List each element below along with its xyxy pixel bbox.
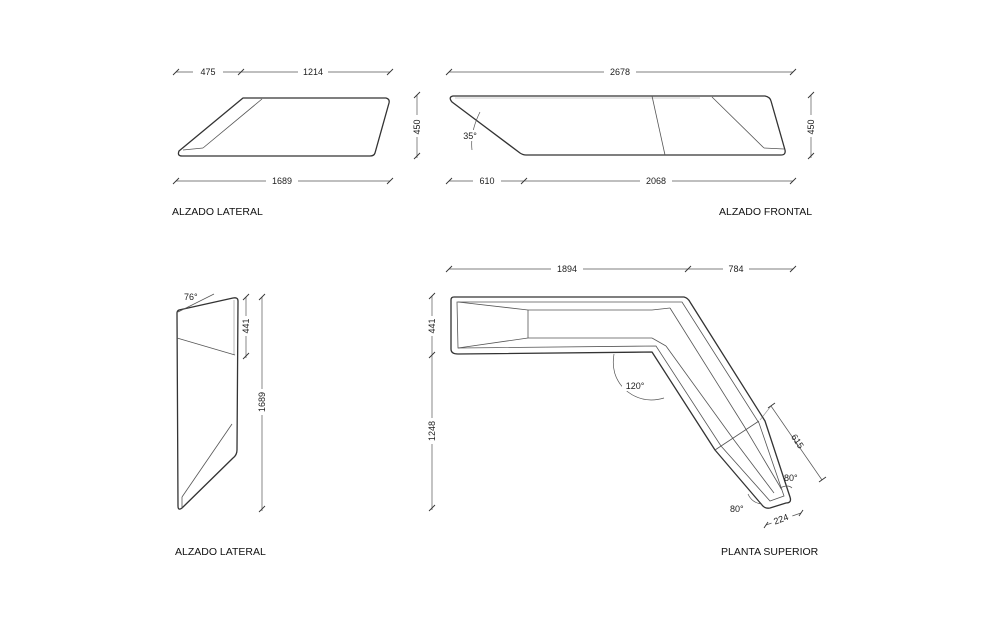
side-elevation-top-view: 475 1214 450 1689 ALZADO LATERAL <box>172 66 424 218</box>
angle-80-right-label: 80° <box>784 473 798 483</box>
angle-120: 120° <box>612 353 665 401</box>
view-title: ALZADO LATERAL <box>175 546 266 558</box>
dimension-1248: 1248 <box>425 357 439 512</box>
dim-610: 610 <box>479 176 494 186</box>
dim-475: 475 <box>200 67 215 77</box>
top-plan-view: 1894 784 441 <box>425 263 827 558</box>
angle-76: 76° <box>177 292 215 313</box>
view-title: ALZADO FRONTAL <box>719 206 812 218</box>
dim-450: 450 <box>806 119 816 134</box>
dim-450: 450 <box>412 119 422 134</box>
dimension-top: 475 1214 <box>172 66 394 78</box>
front-elevation-view: 2678 35° 450 610 <box>445 66 818 218</box>
dim-1248: 1248 <box>427 421 437 441</box>
angle-80-right: 80° <box>779 473 798 489</box>
angle-80-left-label: 80° <box>730 504 744 514</box>
dim-1689: 1689 <box>257 392 267 412</box>
side-elevation-bottom-view: 76° 441 1689 ALZADO LATERAL <box>175 292 269 558</box>
desk-front-profile <box>449 95 786 156</box>
dim-441: 441 <box>241 318 251 333</box>
dimension-441: 441 <box>425 292 439 359</box>
dim-2678: 2678 <box>610 67 630 77</box>
dim-1214: 1214 <box>303 67 323 77</box>
angle-35: 35° <box>460 111 481 151</box>
dim-784: 784 <box>728 264 743 274</box>
dimension-bottom: 1689 <box>172 175 394 187</box>
dimension-height: 450 <box>804 91 818 160</box>
dim-224: 224 <box>772 512 790 527</box>
dimension-height: 450 <box>410 91 424 160</box>
dimension-224: 224 <box>763 506 804 529</box>
dim-441: 441 <box>427 318 437 333</box>
desk-side-vertical-profile <box>176 297 239 510</box>
desk-side-profile <box>177 97 390 157</box>
desk-plan-outline <box>450 296 792 509</box>
angle-35-label: 35° <box>463 131 477 141</box>
dimension-top: 1894 784 <box>445 263 797 275</box>
dim-615: 615 <box>789 432 806 450</box>
angle-76-label: 76° <box>184 292 198 302</box>
dimension-top: 2678 <box>445 66 797 78</box>
dimension-441: 441 <box>239 293 253 360</box>
dim-2068: 2068 <box>646 176 666 186</box>
dim-1689: 1689 <box>272 176 292 186</box>
angle-120-label: 120° <box>626 381 645 391</box>
dimension-1689: 1689 <box>255 293 269 513</box>
dimension-bottom: 610 2068 <box>445 175 797 187</box>
angle-80-left: 80° <box>730 493 763 514</box>
view-title: PLANTA SUPERIOR <box>721 546 819 558</box>
view-title: ALZADO LATERAL <box>172 206 263 218</box>
dim-1894: 1894 <box>557 264 577 274</box>
